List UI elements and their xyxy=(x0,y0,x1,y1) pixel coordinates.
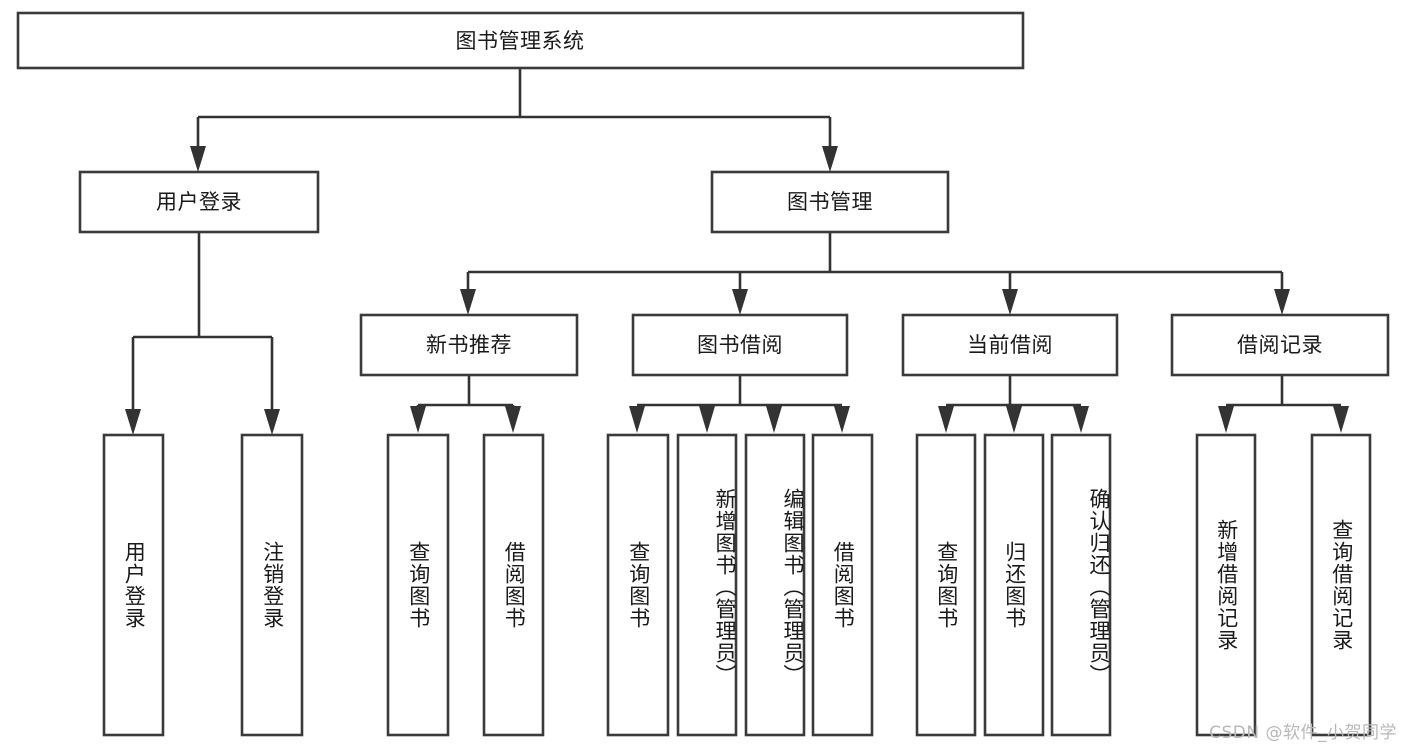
leaf-box-book-borrow-2[interactable] xyxy=(744,433,806,737)
node-current-borrow-box[interactable] xyxy=(901,313,1119,377)
leaf-box-new-book-0[interactable] xyxy=(386,433,450,737)
connector-group-new-book xyxy=(410,375,521,433)
leaf-box-current-borrow-0[interactable] xyxy=(915,433,977,737)
leaf-box-borrow-record-0[interactable] xyxy=(1195,433,1257,737)
csdn-watermark: CSDN @软件_小贺同学 xyxy=(1209,723,1397,743)
node-current-borrow-label: 当前借阅 xyxy=(967,333,1053,357)
connector-group-book-manage xyxy=(460,232,1290,315)
leaf-box-book-borrow-1[interactable] xyxy=(676,433,738,737)
node-borrow-record-label: 借阅记录 xyxy=(1237,333,1323,357)
arrow-head-bb-2 xyxy=(699,406,715,433)
leaf-box-new-book-1[interactable] xyxy=(482,433,545,737)
leaf-box-borrow-record-1[interactable] xyxy=(1310,433,1372,737)
node-root-label: 图书管理系统 xyxy=(456,29,585,53)
node-borrow-record-box[interactable] xyxy=(1170,313,1390,377)
arrow-head-cb-1 xyxy=(938,406,954,433)
node-new-book-box[interactable] xyxy=(359,313,579,377)
node-book-manage-box[interactable] xyxy=(710,170,950,234)
arrow-head-ul-2 xyxy=(264,409,280,435)
arrow-head-l3-2 xyxy=(732,289,748,315)
arrow-head-ul-1 xyxy=(125,409,141,435)
node-user-login-label: 用户登录 xyxy=(156,190,242,214)
connector-group-borrow-record xyxy=(1218,375,1349,433)
leaf-box-current-borrow-1[interactable] xyxy=(983,433,1045,737)
arrow-head-l3-3 xyxy=(1002,289,1018,315)
arrow-head-cb-3 xyxy=(1073,406,1089,433)
node-book-borrow-label: 图书借阅 xyxy=(697,333,783,357)
leaf-box-current-borrow-2[interactable] xyxy=(1050,433,1112,737)
arrow-head-nb-1 xyxy=(410,406,426,433)
node-book-borrow-box[interactable] xyxy=(631,313,849,377)
connector-group-root xyxy=(190,68,838,172)
node-root-box[interactable] xyxy=(16,11,1025,70)
leaf-box-user-login-1[interactable] xyxy=(240,433,304,737)
node-book-manage-label: 图书管理 xyxy=(787,190,873,214)
arrow-head-l3-4 xyxy=(1274,289,1290,315)
arrow-head-bb-4 xyxy=(834,406,850,433)
leaf-box-book-borrow-3[interactable] xyxy=(811,433,874,737)
connector-group-book-borrow xyxy=(629,375,850,433)
arrow-head-bb-1 xyxy=(629,406,645,433)
arrow-head-br-2 xyxy=(1333,406,1349,433)
arrow-head-root-2 xyxy=(822,146,838,172)
leaf-box-book-borrow-0[interactable] xyxy=(606,433,670,737)
arrow-head-root-1 xyxy=(190,146,206,172)
leaf-box-user-login-0[interactable] xyxy=(102,433,165,737)
arrow-head-bb-3 xyxy=(766,406,782,433)
node-new-book-label: 新书推荐 xyxy=(426,333,512,357)
connector-group-user-login xyxy=(125,232,280,435)
arrow-head-br-1 xyxy=(1218,406,1234,433)
arrow-head-l3-1 xyxy=(460,289,476,315)
node-user-login-box[interactable] xyxy=(78,170,320,234)
arrow-head-nb-2 xyxy=(505,406,521,433)
connector-group-current-borrow xyxy=(938,375,1089,433)
arrow-head-cb-2 xyxy=(1006,406,1022,433)
